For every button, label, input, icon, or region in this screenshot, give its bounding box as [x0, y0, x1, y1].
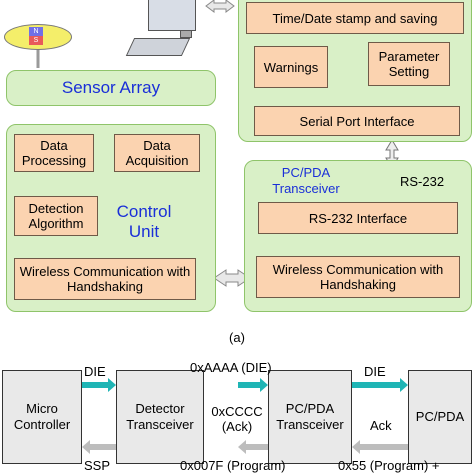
control-unit-title: Control Unit [116, 202, 172, 241]
magnet-icon: N S [4, 24, 72, 50]
data-acquisition-box: Data Acquisition [114, 134, 200, 172]
label-aaaa: 0xAAAA (DIE) [190, 360, 272, 375]
monitor-link-arrow [205, 0, 235, 13]
magnet-south: S [29, 36, 43, 45]
parameter-setting-box: Parameter Setting [368, 42, 450, 86]
pc-pda-title: PC/PDA Transceiver [272, 165, 340, 196]
detection-algorithm-box: Detection Algorithm [14, 196, 98, 236]
rs232-label: RS-232 [400, 174, 445, 189]
sequence-arrows [82, 378, 408, 454]
sensor-array-panel: Sensor Array [6, 70, 216, 106]
label-cccc: 0xCCCC (Ack) [211, 404, 263, 434]
figure-caption: (a) [229, 329, 245, 345]
magnet-north: N [29, 27, 43, 36]
pc-pda-transceiver-box: PC/PDA Transceiver [268, 370, 352, 464]
control-wireless-box: Wireless Communication with Handshaking [14, 258, 196, 300]
micro-controller-box: Micro Controller [2, 370, 82, 464]
serial-port-box: Serial Port Interface [254, 106, 460, 136]
computer-icon [125, 0, 210, 60]
rs232-interface-box: RS-232 Interface [258, 202, 458, 234]
sensor-array-label: Sensor Array [61, 78, 161, 97]
pc-pda-box: PC/PDA [408, 370, 472, 464]
pc-wireless-box: Wireless Communication with Handshaking [256, 256, 460, 298]
label-die-left: DIE [84, 364, 106, 379]
time-date-box: Time/Date stamp and saving [246, 2, 464, 34]
label-ack: Ack [370, 418, 392, 433]
label-55: 0x55 (Program) + [338, 458, 440, 473]
label-007f: 0x007F (Program) [180, 458, 286, 473]
warnings-box: Warnings [254, 46, 328, 88]
data-processing-box: Data Processing [14, 134, 94, 172]
label-die-right: DIE [364, 364, 386, 379]
detector-transceiver-box: Detector Transceiver [116, 370, 204, 464]
label-ssp: SSP [84, 458, 111, 473]
